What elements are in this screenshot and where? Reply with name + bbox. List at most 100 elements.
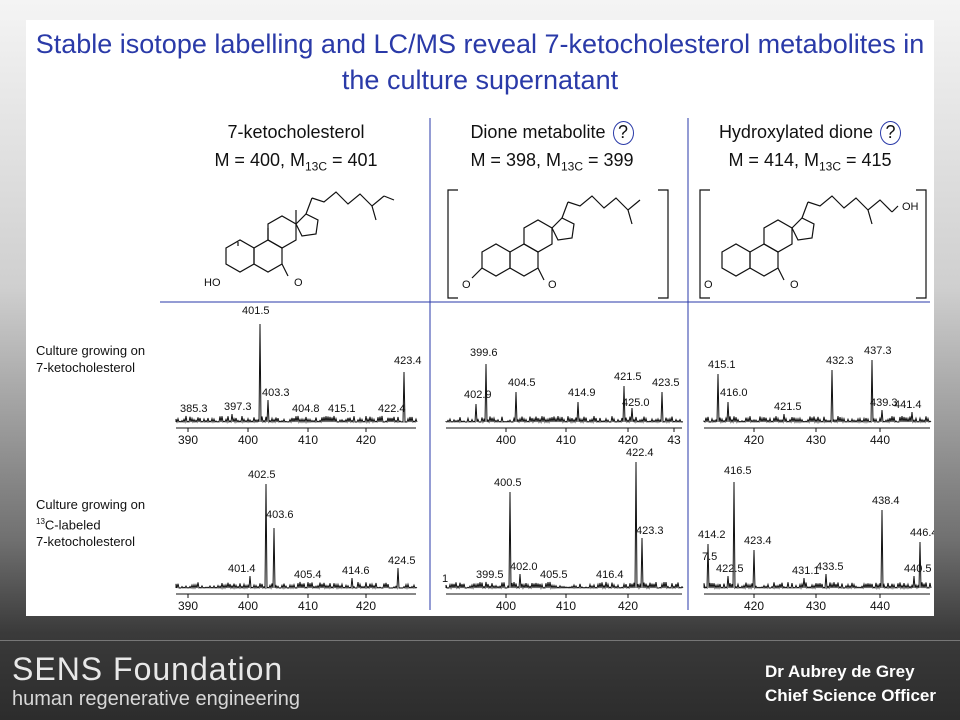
compound-mass: M = 398, M13C = 399 xyxy=(470,150,634,174)
presenter-name: Dr Aubrey de Grey xyxy=(764,662,915,681)
spectrum-tick-label: 440 xyxy=(870,433,890,447)
peak-label: 414.6 xyxy=(342,565,370,577)
peak-label: 437.3 xyxy=(864,345,892,357)
compound-name: Hydroxylated dione ? xyxy=(680,118,940,146)
peak-label: 385.3 xyxy=(180,403,208,415)
spectrum-tick-label: 430 xyxy=(806,433,826,447)
peak-label: 404.8 xyxy=(292,403,320,415)
peak-label: 416.5 xyxy=(724,465,752,477)
structure-dione xyxy=(447,189,669,299)
compound-name: 7-ketocholesterol xyxy=(227,122,365,142)
peak-label: 422.4 xyxy=(378,403,406,415)
compound-mass: M = 414, M13C = 415 xyxy=(728,150,892,174)
spectrum-tick-label: 420 xyxy=(356,599,376,613)
peak-label: 399.5 xyxy=(476,569,504,581)
spectrum-tick-label: 420 xyxy=(618,433,638,447)
brand-tagline: human regenerative engineering xyxy=(12,688,300,710)
peak-label: 438.4 xyxy=(872,495,900,507)
structure-label-ketone: O xyxy=(704,279,713,291)
peak-label: 400.5 xyxy=(494,477,522,489)
compound-mass: M = 400, M13C = 401 xyxy=(214,150,378,174)
peak-label: 432.3 xyxy=(826,355,854,367)
peak-label: 422.4 xyxy=(626,447,654,459)
peak-label: 399.6 xyxy=(470,347,498,359)
peak-label: 421.5 xyxy=(774,401,802,413)
question-mark-badge: ? xyxy=(880,121,902,145)
spectrum-trace xyxy=(445,363,684,424)
structure-label-ketone: O xyxy=(548,279,557,291)
peak-label: 415.1 xyxy=(708,359,736,371)
peak-label: 431.1 xyxy=(792,565,820,577)
peak-label: 439.3 xyxy=(870,397,898,409)
spectrum-trace xyxy=(175,483,418,590)
structure-label-ho: HO xyxy=(204,277,221,289)
row-label-unlabeled: Culture growing on 7-ketocholesterol xyxy=(36,343,146,375)
peak-label: 405.4 xyxy=(294,569,322,581)
spectrum-tick-label: 400 xyxy=(238,433,258,447)
spectrum-tick-label: 420 xyxy=(356,433,376,447)
peak-label: 422.5 xyxy=(716,563,744,575)
column-header-dione: Dione metabolite ? M = 398, M13C = 399 xyxy=(422,118,682,181)
spectrum-tick-label: 440 xyxy=(870,599,890,613)
row-label-13c-labeled: Culture growing on 13C-labeled 7-ketocho… xyxy=(36,497,146,550)
peak-label: 441.4 xyxy=(894,399,922,411)
structure-hydroxylated-dione xyxy=(699,189,927,299)
peak-label: 404.5 xyxy=(508,377,536,389)
peak-label: 440.5 xyxy=(904,563,932,575)
spectrum-trace xyxy=(175,323,418,424)
spectrum-tick-label: 43 xyxy=(667,433,681,447)
spectrum-trace xyxy=(445,461,684,590)
footer-branding: SENS Foundation human regenerative engin… xyxy=(12,652,300,710)
spectrum-tick-label: 410 xyxy=(298,433,318,447)
peak-label: 402.9 xyxy=(464,389,492,401)
spectrum-tick-label: 410 xyxy=(556,599,576,613)
spectrum-tick-label: 420 xyxy=(744,433,764,447)
question-mark-badge: ? xyxy=(612,121,634,145)
peak-label: 421.5 xyxy=(614,371,642,383)
structure-label-ketone: O xyxy=(462,279,471,291)
peak-label: 402.0 xyxy=(510,561,538,573)
spectrum-tick-label: 410 xyxy=(298,599,318,613)
peak-label: 423.3 xyxy=(636,525,664,537)
spectrum-trace xyxy=(703,359,932,424)
structure-label-ketone: O xyxy=(294,277,303,289)
peak-label: 403.3 xyxy=(262,387,290,399)
brand-logo-text: SENS Foundation xyxy=(12,651,284,687)
spectrum-tick-label: 410 xyxy=(556,433,576,447)
structure-label-ketone: O xyxy=(790,279,799,291)
peak-label: 423.4 xyxy=(394,355,422,367)
spectrum-tick-label: 430 xyxy=(806,599,826,613)
footer-rule xyxy=(0,640,960,641)
peak-label: 7.5 xyxy=(702,551,717,563)
peak-label: 425.0 xyxy=(622,397,650,409)
spectrum-tick-label: 400 xyxy=(238,599,258,613)
peak-label: 414.2 xyxy=(698,529,726,541)
spectrum-tick-label: 400 xyxy=(496,433,516,447)
peak-label: 1 xyxy=(442,573,448,585)
spectrum-tick-label: 390 xyxy=(178,433,198,447)
spectrum-tick-label: 390 xyxy=(178,599,198,613)
spectrum-tick-label: 420 xyxy=(744,599,764,613)
peak-label: 416.4 xyxy=(596,569,624,581)
structure-7-ketocholesterol xyxy=(225,191,395,277)
spectrum-trace xyxy=(703,481,932,590)
column-header-hydroxylated-dione: Hydroxylated dione ? M = 414, M13C = 415 xyxy=(680,118,940,181)
spectrum-tick-label: 420 xyxy=(618,599,638,613)
peak-label: 423.5 xyxy=(652,377,680,389)
spectrum-tick-label: 400 xyxy=(496,599,516,613)
peak-label: 402.5 xyxy=(248,469,276,481)
peak-label: 416.0 xyxy=(720,387,748,399)
presenter-info: Dr Aubrey de Grey Chief Science Officer xyxy=(765,660,936,708)
peak-label: 414.9 xyxy=(568,387,596,399)
figure-graphics: HO O O O xyxy=(160,118,934,613)
peak-label: 424.5 xyxy=(388,555,416,567)
peak-label: 446.4 xyxy=(910,527,934,539)
slide-title: Stable isotope labelling and LC/MS revea… xyxy=(35,29,925,95)
peak-label: 397.3 xyxy=(224,401,252,413)
presenter-role: Chief Science Officer xyxy=(764,686,936,705)
structure-label-hydroxyl: OH xyxy=(902,201,919,213)
peak-label: 405.5 xyxy=(540,569,568,581)
compound-name: Dione metabolite ? xyxy=(422,118,682,146)
panel-dividers xyxy=(160,118,930,610)
peak-label: 423.4 xyxy=(744,535,772,547)
